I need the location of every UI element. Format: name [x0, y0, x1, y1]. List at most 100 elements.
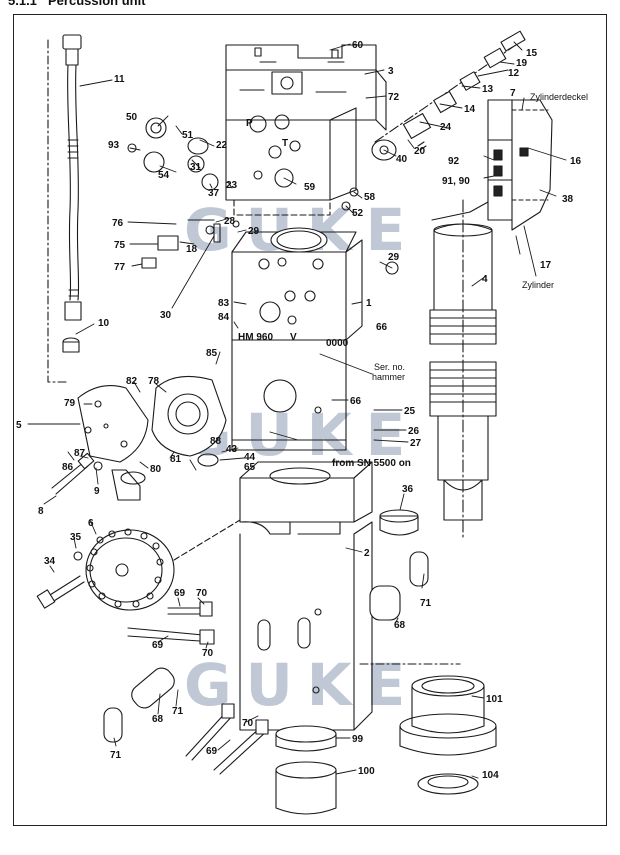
part-label-3: 3 — [388, 66, 394, 77]
part-label-84: 84 — [218, 312, 230, 323]
part-label-59: 59 — [304, 182, 316, 193]
part-label-40: 40 — [396, 154, 408, 165]
part-label-80: 80 — [150, 464, 162, 475]
part-label-15: 15 — [526, 48, 538, 59]
section-number: 5.1.1 — [8, 0, 37, 8]
middle-housing — [231, 227, 363, 451]
part-label-8: 8 — [38, 506, 44, 517]
part-label-91-90: 91, 90 — [442, 176, 470, 187]
bolt-parts — [51, 452, 103, 495]
part-label-60: 60 — [352, 40, 364, 51]
section-heading: 5.1.1 Percussion unit — [8, 0, 146, 8]
part-label-29a: 29 — [248, 226, 260, 237]
part-label-14: 14 — [464, 104, 476, 115]
part-label-2: 2 — [364, 548, 370, 559]
part-label-65: 65 — [244, 462, 256, 473]
part-label-27: 27 — [410, 438, 422, 449]
zylinderdeckel-label: Zylinderdeckel — [530, 92, 588, 102]
part-label-75: 75 — [114, 240, 126, 251]
part-label-101: 101 — [486, 694, 503, 705]
part-label-78: 78 — [148, 376, 160, 387]
part-label-23: 23 — [226, 180, 238, 191]
part-label-20: 20 — [414, 146, 426, 157]
part-label-86: 86 — [62, 462, 74, 473]
part-label-70b: 70 — [202, 648, 214, 659]
part-label-58: 58 — [364, 192, 376, 203]
part-label-93: 93 — [108, 140, 120, 151]
part-label-44: 44 — [244, 452, 256, 463]
hose-assembly — [47, 34, 82, 383]
serial-label-2: hammer — [372, 372, 405, 382]
part-label-34: 34 — [44, 556, 56, 567]
part-label-24: 24 — [440, 122, 452, 133]
part-label-6: 6 — [88, 518, 94, 529]
model-variant-label: V — [290, 332, 297, 343]
part-label-10: 10 — [98, 318, 110, 329]
front-cover-parts — [77, 375, 227, 501]
part-label-72: 72 — [388, 92, 400, 103]
part-label-29b: 29 — [388, 252, 400, 263]
leader-lines — [27, 41, 567, 779]
part-label-66a: 66 — [376, 322, 388, 333]
part-label-71c: 71 — [110, 750, 122, 761]
part-label-69c: 69 — [206, 746, 218, 757]
serial-zeros: 0000 — [326, 338, 349, 349]
part-label-31: 31 — [190, 162, 202, 173]
part-label-87: 87 — [74, 448, 86, 459]
part-label-100: 100 — [358, 766, 375, 777]
part-label-16: 16 — [570, 156, 582, 167]
part-label-28: 28 — [224, 216, 236, 227]
drawing-frame — [13, 14, 607, 826]
part-label-85: 85 — [206, 348, 218, 359]
lower-bushings — [275, 509, 497, 815]
part-label-17: 17 — [540, 260, 552, 271]
part-label-25: 25 — [404, 406, 416, 417]
part-label-66b: 66 — [350, 396, 362, 407]
part-label-5: 5 — [16, 420, 22, 431]
part-label-36: 36 — [402, 484, 414, 495]
section-title: Percussion unit — [48, 0, 146, 8]
part-label-18: 18 — [186, 244, 198, 255]
part-label-71b: 71 — [172, 706, 184, 717]
model-label: HM 960 — [238, 332, 273, 343]
part-label-92: 92 — [448, 156, 460, 167]
part-label-68b: 68 — [152, 714, 164, 725]
watermark-3: GUKE — [184, 651, 419, 719]
part-label-88: 88 — [210, 436, 222, 447]
part-label-68a: 68 — [394, 620, 406, 631]
part-label-82: 82 — [126, 376, 138, 387]
part-label-11: 11 — [114, 74, 125, 85]
cylinder-piston — [429, 199, 497, 541]
part-label-52: 52 — [352, 208, 364, 219]
port-label-t: T — [282, 138, 288, 149]
part-label-9: 9 — [94, 486, 100, 497]
part-label-70a: 70 — [196, 588, 208, 599]
part-label-51: 51 — [182, 130, 194, 141]
serial-label-1: Ser. no. — [374, 362, 405, 372]
side-cover — [85, 519, 241, 611]
retaining-pins — [103, 551, 429, 775]
part-label-99: 99 — [352, 734, 364, 745]
part-label-71a: 71 — [420, 598, 432, 609]
part-label-104: 104 — [482, 770, 499, 781]
part-label-7: 7 — [510, 88, 516, 99]
seal-section-inset — [431, 99, 553, 231]
part-label-83: 83 — [218, 298, 230, 309]
part-label-4: 4 — [482, 274, 488, 285]
cylinder-cover-block — [225, 44, 387, 216]
part-label-50: 50 — [126, 112, 138, 123]
from-sn-label: from SN 5500 on — [332, 458, 411, 469]
part-label-81: 81 — [170, 454, 182, 465]
part-label-54: 54 — [158, 170, 170, 181]
part-label-70c: 70 — [242, 718, 254, 729]
part-label-76: 76 — [112, 218, 124, 229]
part-label-26: 26 — [408, 426, 420, 437]
part-label-19: 19 — [516, 58, 528, 69]
part-label-69b: 69 — [152, 640, 164, 651]
part-label-12: 12 — [508, 68, 520, 79]
part-label-22: 22 — [216, 140, 228, 151]
stud-and-nut — [36, 551, 85, 609]
zylinder-label: Zylinder — [522, 280, 554, 290]
